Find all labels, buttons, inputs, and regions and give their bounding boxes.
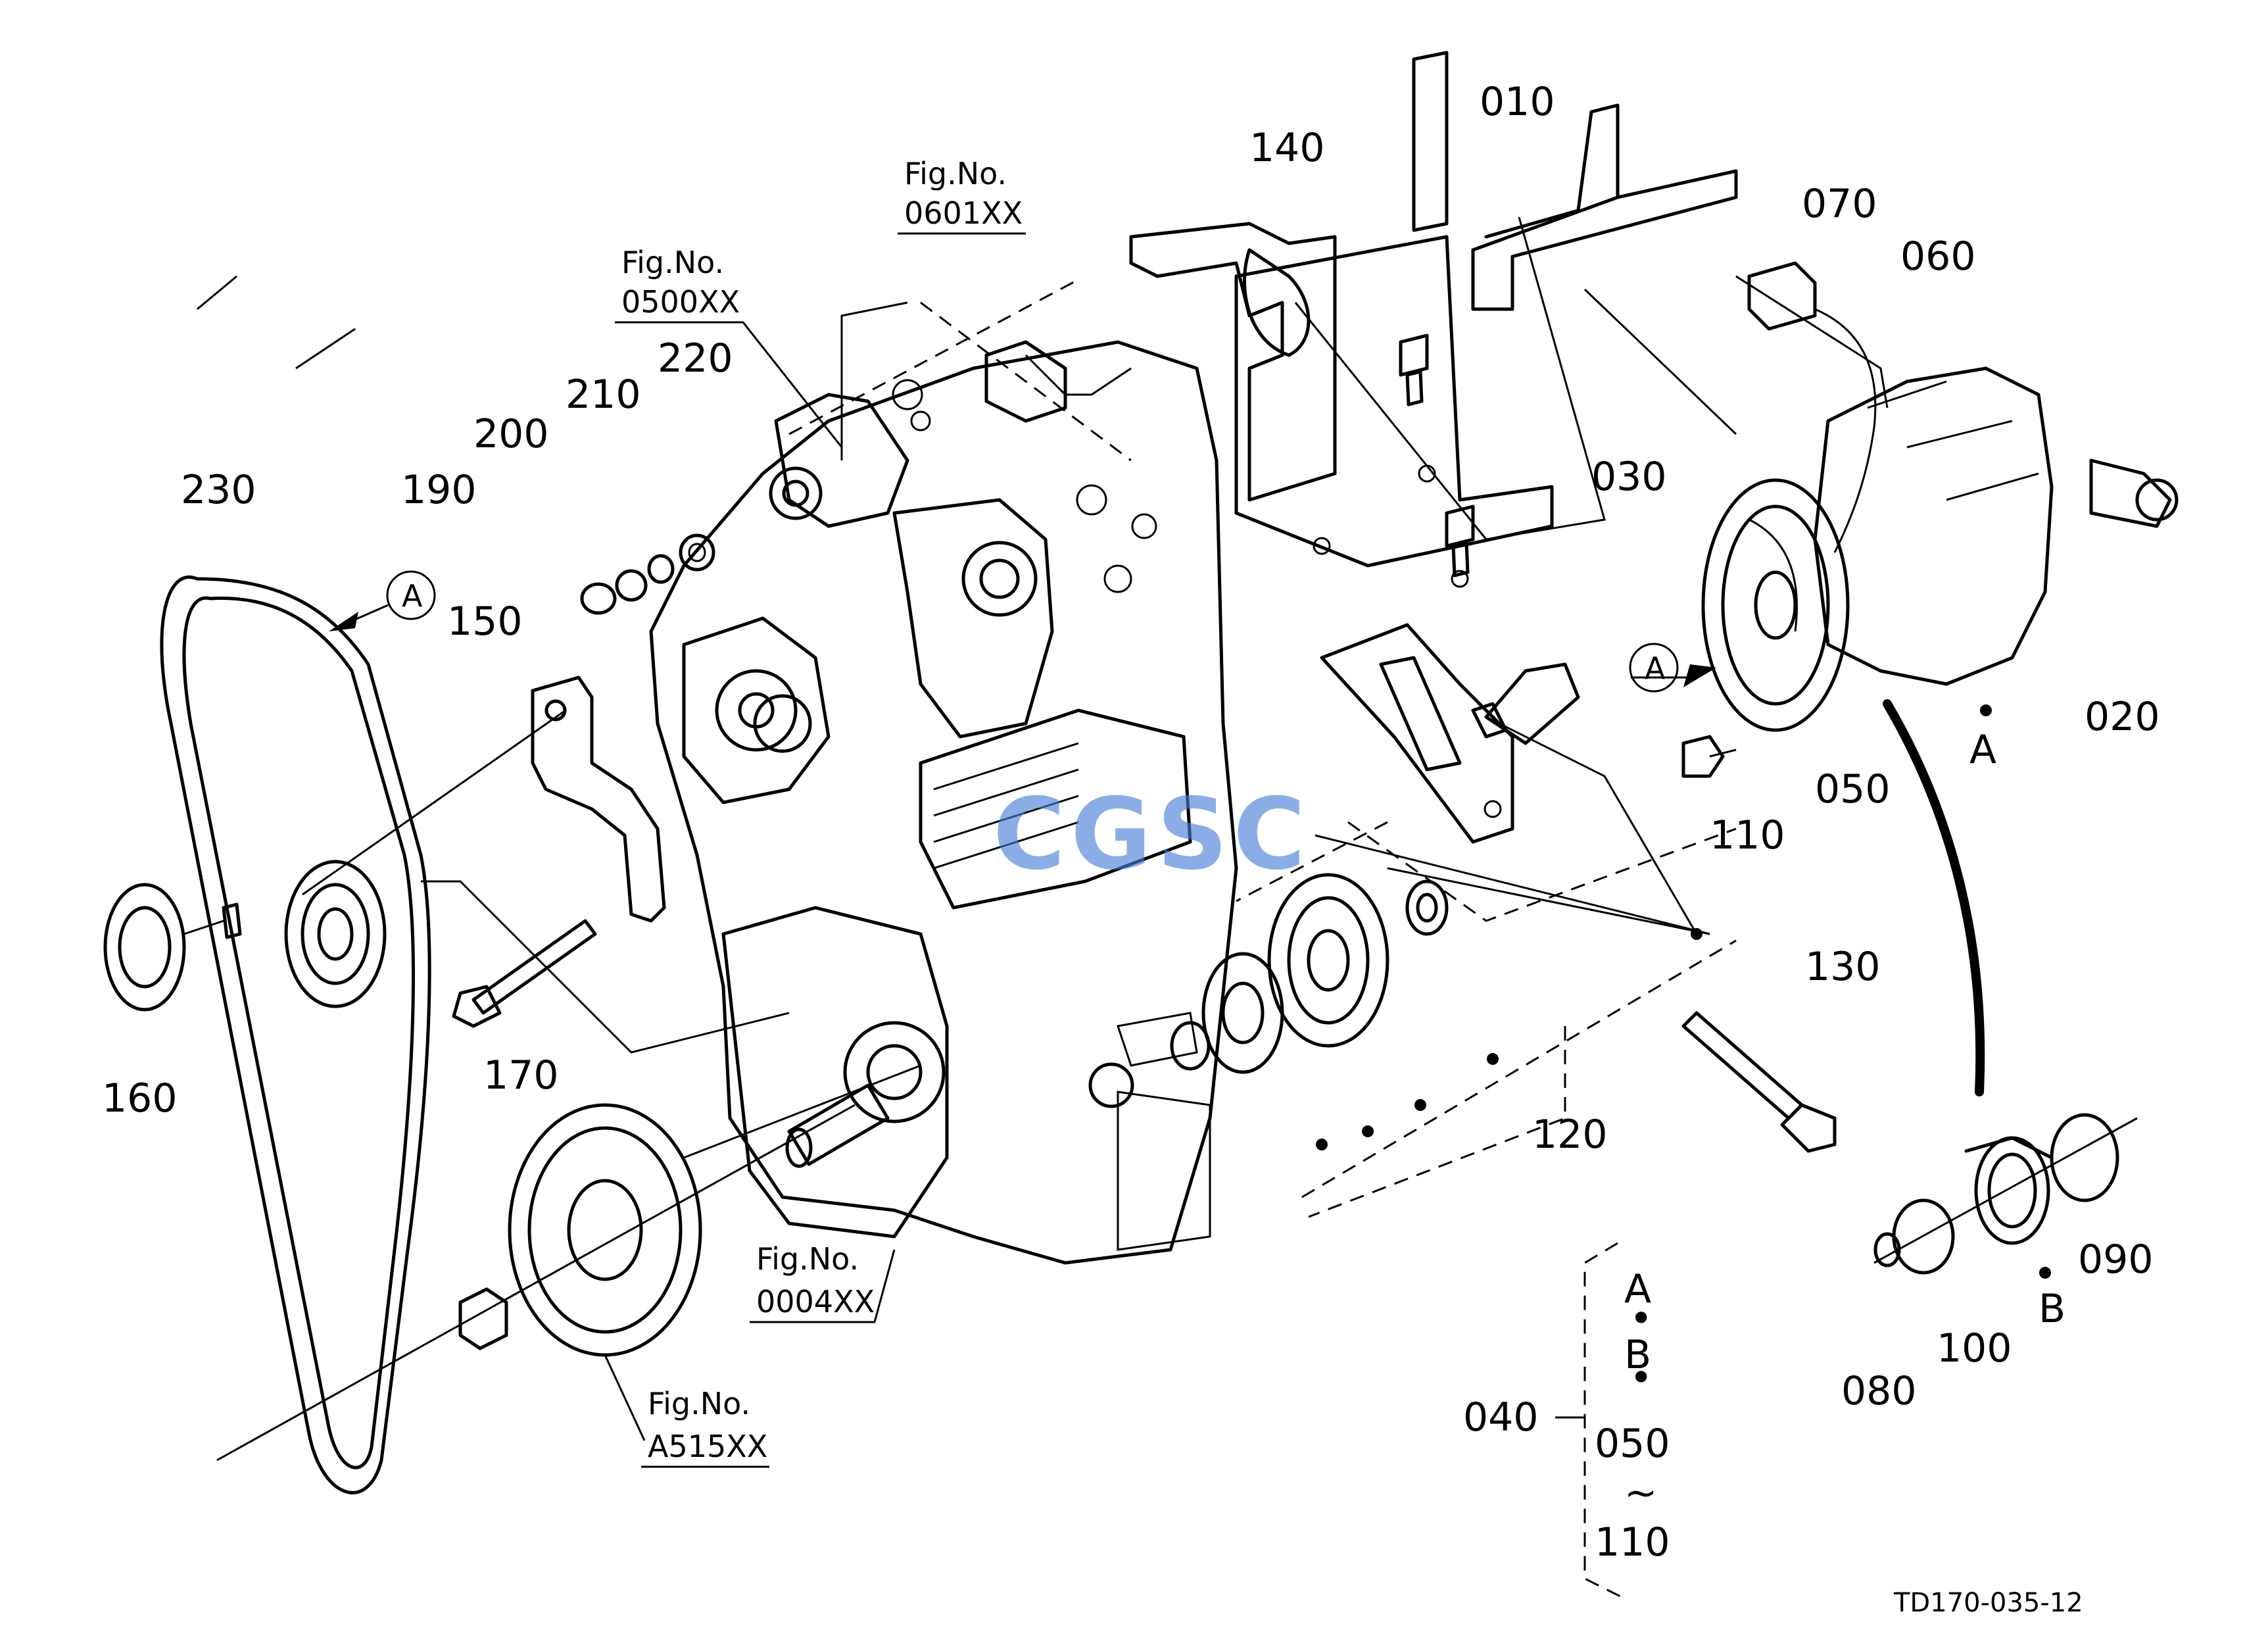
bolt-170 bbox=[452, 919, 597, 1028]
engine-block bbox=[649, 340, 1238, 1265]
view-label-b: B bbox=[2039, 1286, 2065, 1332]
fig-ref-0004xx: Fig.No. 0004XX bbox=[750, 1241, 896, 1323]
label-030: 030 bbox=[1591, 454, 1667, 500]
tensioner-bracket-150 bbox=[531, 676, 666, 923]
washers-190-220 bbox=[580, 533, 715, 615]
assembly-line-b: B bbox=[1624, 1332, 1651, 1378]
clutch-bearing-detail bbox=[1873, 1113, 2138, 1275]
part-number-labels: 010 140 070 060 030 020 050 110 130 120 … bbox=[102, 79, 2160, 1440]
label-010: 010 bbox=[1480, 79, 1555, 125]
label-070: 070 bbox=[1802, 181, 1877, 227]
fig-code: 0500XX bbox=[621, 284, 740, 320]
view-marker-a-left: A bbox=[329, 570, 436, 631]
fig-code: 0601XX bbox=[904, 195, 1023, 231]
label-200: 200 bbox=[473, 411, 549, 457]
watermark-text: CGSC bbox=[993, 777, 1311, 892]
detail-arrow bbox=[1883, 699, 1985, 1096]
idler-pulley-left bbox=[284, 860, 387, 1008]
label-150: 150 bbox=[447, 599, 523, 645]
assembly-line-a: A bbox=[1624, 1266, 1651, 1312]
view-label-a: A bbox=[1969, 727, 1996, 773]
label-140: 140 bbox=[1249, 125, 1325, 171]
fig-title: Fig.No. bbox=[621, 245, 724, 280]
label-080: 080 bbox=[1841, 1368, 1917, 1414]
label-110: 110 bbox=[1710, 812, 1785, 858]
watermark-logo: CGSC bbox=[993, 777, 1311, 892]
assembly-040-group: A • B • 050 ~ 110 bbox=[1555, 1242, 1670, 1600]
fig-ref-0601xx: Fig.No. 0601XX bbox=[898, 156, 1026, 235]
fig-code: 0004XX bbox=[756, 1284, 875, 1319]
v-belt-230 bbox=[160, 576, 431, 1494]
label-130: 130 bbox=[1805, 944, 1881, 990]
fig-title: Fig.No. bbox=[648, 1386, 750, 1421]
assembly-line-050: 050 bbox=[1595, 1421, 1670, 1467]
label-090: 090 bbox=[2078, 1237, 2154, 1283]
drawing-code: TD170-035-12 bbox=[1893, 1588, 2083, 1618]
label-020: 020 bbox=[2085, 694, 2160, 740]
label-050: 050 bbox=[1815, 766, 1891, 812]
leader-lines bbox=[197, 216, 1889, 1462]
label-100: 100 bbox=[1937, 1325, 2012, 1371]
fig-ref-0500xx: Fig.No. 0500XX bbox=[615, 245, 843, 448]
svg-text:A: A bbox=[1645, 651, 1666, 686]
compressor-bracket bbox=[1129, 51, 1738, 844]
label-060: 060 bbox=[1900, 234, 1976, 280]
svg-text:A: A bbox=[402, 578, 423, 614]
connector-070 bbox=[1747, 261, 1877, 553]
mounting-bolts-030 bbox=[1399, 333, 1475, 578]
clip-140 bbox=[1243, 248, 1311, 357]
fig-title: Fig.No. bbox=[756, 1241, 859, 1277]
bolt-110 bbox=[1681, 735, 1737, 778]
crank-pulley bbox=[458, 1103, 702, 1357]
shaft-bolt bbox=[1471, 662, 1580, 745]
idler-assembly-120 bbox=[1170, 873, 1449, 1074]
bolt-130 bbox=[1681, 1011, 1837, 1153]
assembly-line-110: 110 bbox=[1595, 1519, 1670, 1565]
label-040: 040 bbox=[1463, 1394, 1539, 1440]
fig-title: Fig.No. bbox=[904, 156, 1007, 191]
label-210: 210 bbox=[566, 372, 641, 418]
ac-compressor bbox=[1701, 366, 2179, 732]
label-230: 230 bbox=[181, 467, 256, 513]
tension-pulley-160 bbox=[103, 883, 242, 1012]
assembly-sep-1: • bbox=[1629, 1296, 1653, 1342]
assembly-tilde: ~ bbox=[1624, 1470, 1657, 1516]
fig-code: A515XX bbox=[648, 1429, 767, 1464]
assembly-sep-2: • bbox=[1629, 1355, 1653, 1401]
label-170: 170 bbox=[483, 1052, 559, 1098]
fig-ref-a515xx: Fig.No. A515XX bbox=[604, 1354, 769, 1468]
label-220: 220 bbox=[658, 335, 733, 381]
label-160: 160 bbox=[102, 1075, 178, 1121]
view-marker-a-right: A bbox=[1629, 643, 1716, 693]
label-190: 190 bbox=[401, 467, 477, 513]
reference-dots bbox=[1316, 704, 2051, 1279]
label-120: 120 bbox=[1532, 1112, 1608, 1158]
